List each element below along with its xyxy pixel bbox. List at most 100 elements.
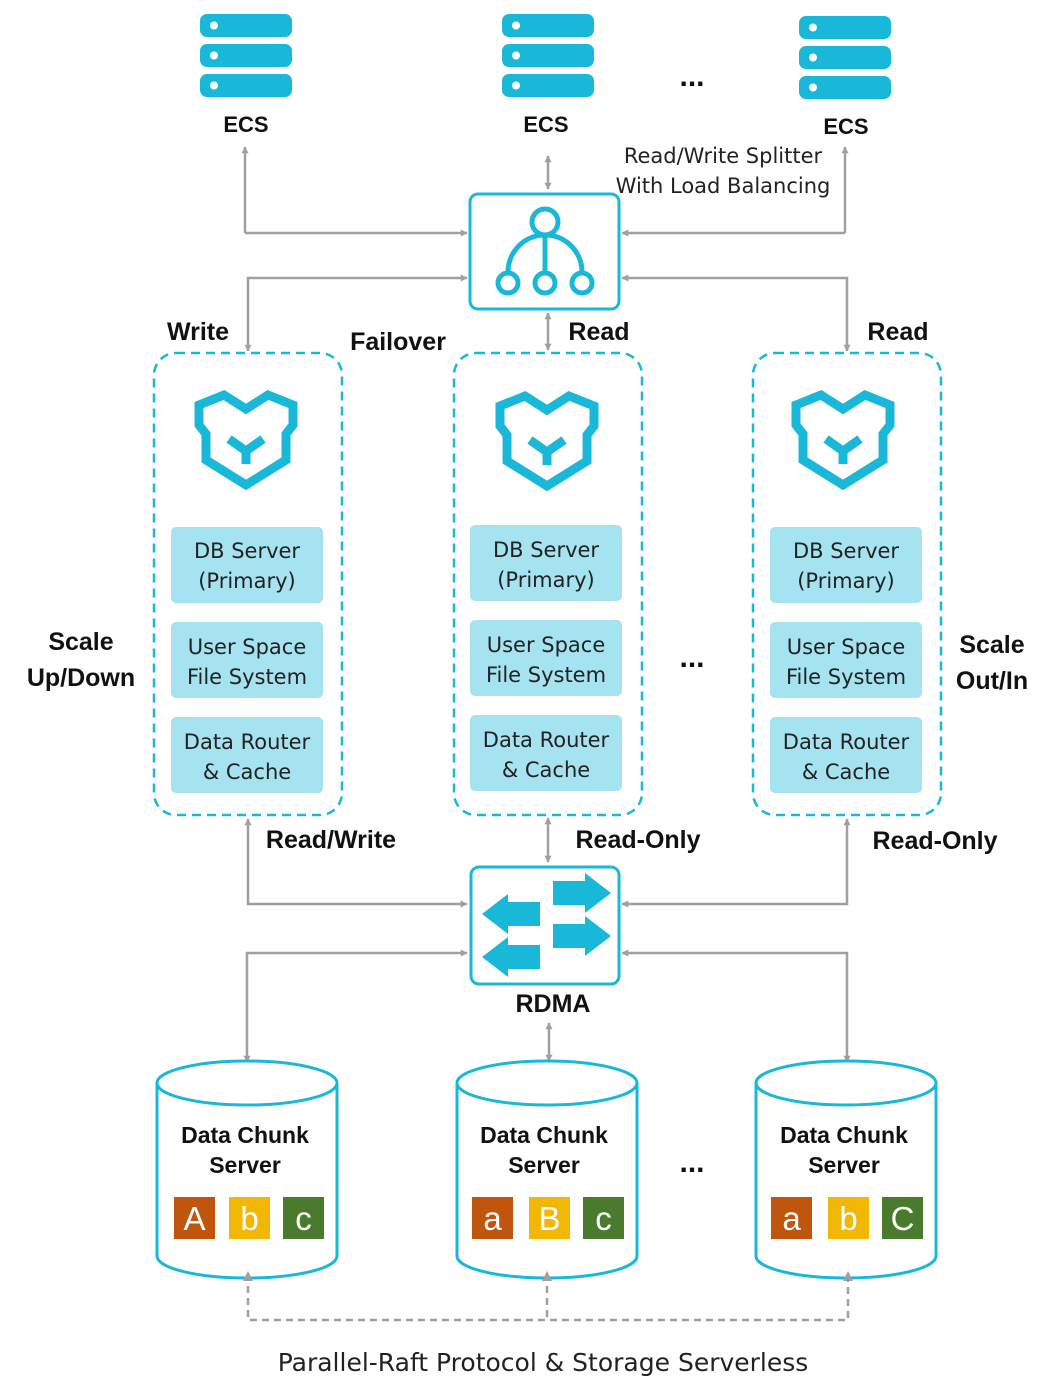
file-system-label-1: User Space: [787, 635, 906, 659]
load-balancer: [468, 192, 621, 311]
chunk-b: [229, 1197, 270, 1239]
arrow-node1-rdma: [244, 818, 468, 908]
rdma-switch: [469, 865, 621, 986]
edge-label-read-write: Read/Write: [266, 826, 396, 854]
ecs-server-1: ECS: [200, 14, 292, 137]
scale-up-label-1: Scale: [48, 628, 113, 656]
edge-label-read-center: Read: [568, 318, 629, 346]
ecs-label: ECS: [223, 112, 268, 137]
db-server-label: DB Server: [194, 539, 300, 563]
scale-up-label-2: Up/Down: [27, 664, 135, 692]
chunk-letter: A: [183, 1200, 205, 1237]
db-server-label: DB Server: [793, 539, 899, 563]
raft-connectors: [246, 1274, 850, 1322]
db-rdma-connectors: [244, 817, 851, 908]
data-router-label-1: Data Router: [483, 728, 610, 752]
chunk-server-3: Data Chunk Server a b C: [754, 1059, 938, 1280]
chunk-server-label-1: Data Chunk: [181, 1122, 309, 1148]
file-system-label-2: File System: [187, 665, 307, 689]
chunk-letter: b: [240, 1200, 258, 1237]
chunk-letter: b: [839, 1200, 857, 1237]
server-stack-icon: [502, 14, 594, 97]
arrow-node3-rdma: [621, 818, 851, 908]
raft-arrowheads: [243, 1271, 853, 1281]
ecs-label: ECS: [823, 114, 868, 139]
rdma-chunk-connectors: [243, 949, 851, 1063]
file-system-label-1: User Space: [188, 635, 307, 659]
chunk-a: [174, 1197, 215, 1239]
db-node-2: DB Server (Primary) User Space File Syst…: [452, 351, 644, 817]
chunk-server-label-1: Data Chunk: [480, 1122, 608, 1148]
chunk-b: [529, 1197, 570, 1239]
chunk-server-1: Data Chunk Server A b c: [155, 1059, 339, 1280]
rdma-label: RDMA: [516, 990, 591, 1018]
db-server-role: (Primary): [497, 568, 595, 592]
chunk-letter: a: [782, 1200, 801, 1237]
ellipsis-nodes: ...: [679, 641, 704, 674]
file-system-box: [171, 622, 323, 698]
ecs-lb-connectors: [241, 146, 849, 237]
scale-out-label-2: Out/In: [956, 667, 1028, 695]
arrow-lb-node3: [621, 274, 851, 352]
edge-label-read-only-right: Read-Only: [872, 827, 997, 855]
file-system-label-1: User Space: [487, 633, 606, 657]
ecs-label: ECS: [523, 112, 568, 137]
data-router-box: [770, 717, 922, 793]
db-node-1: DB Server (Primary) User Space File Syst…: [152, 351, 344, 817]
chunk-server-2: Data Chunk Server a B c: [455, 1059, 639, 1280]
chunk-server-label-2: Server: [508, 1152, 580, 1178]
rdma-switch-icon: [482, 873, 611, 977]
data-router-box: [171, 717, 323, 793]
chunk-letter: a: [483, 1200, 502, 1237]
data-router-label-1: Data Router: [783, 730, 910, 754]
edge-label-read-only-center: Read-Only: [575, 826, 700, 854]
chunk-server-label-2: Server: [808, 1152, 880, 1178]
chunk-letter: C: [891, 1200, 915, 1237]
db-server-box: [470, 525, 622, 601]
polardb-bear-icon: [796, 395, 890, 485]
chunk-server-label-2: Server: [209, 1152, 281, 1178]
server-stack-icon: [200, 14, 292, 97]
chunk-letter: B: [538, 1200, 560, 1237]
load-balancer-icon: [495, 206, 595, 296]
db-server-box: [171, 527, 323, 603]
data-router-label-2: & Cache: [502, 758, 590, 782]
file-system-box: [470, 620, 622, 696]
file-system-box: [770, 622, 922, 698]
data-router-label-1: Data Router: [184, 730, 311, 754]
server-stack-icon: [799, 16, 891, 99]
edge-label-failover: Failover: [350, 328, 446, 356]
chunk-b: [828, 1197, 869, 1239]
db-server-role: (Primary): [797, 569, 895, 593]
arrow-rdma-chunk1: [243, 949, 468, 1063]
chunk-a: [472, 1197, 513, 1239]
data-router-label-2: & Cache: [203, 760, 291, 784]
edge-label-write: Write: [167, 318, 229, 346]
db-server-box: [770, 527, 922, 603]
ellipsis-ecs: ...: [679, 60, 704, 93]
db-server-label: DB Server: [493, 538, 599, 562]
arrow-rdma-chunk3: [621, 949, 851, 1063]
chunk-c: [882, 1197, 923, 1239]
ellipsis-chunks: ...: [679, 1146, 704, 1179]
lb-db-connectors: [244, 274, 851, 352]
footer-caption: Parallel-Raft Protocol & Storage Serverl…: [278, 1348, 809, 1377]
db-server-role: (Primary): [198, 569, 296, 593]
splitter-label-line1: Read/Write Splitter: [624, 144, 823, 168]
chunk-letter: c: [295, 1200, 312, 1237]
file-system-label-2: File System: [486, 663, 606, 687]
ecs-server-3: ECS: [799, 16, 891, 139]
file-system-label-2: File System: [786, 665, 906, 689]
chunk-a: [771, 1197, 812, 1239]
db-node-3: DB Server (Primary) User Space File Syst…: [751, 351, 943, 817]
ecs-server-2: ECS: [502, 14, 594, 137]
chunk-c: [283, 1197, 324, 1239]
chunk-c: [583, 1197, 624, 1239]
edge-label-read-right: Read: [867, 318, 928, 346]
data-router-box: [470, 715, 622, 791]
splitter-label-line2: With Load Balancing: [616, 174, 831, 198]
chunk-letter: c: [595, 1200, 612, 1237]
chunk-server-label-1: Data Chunk: [780, 1122, 908, 1148]
polardb-bear-icon: [500, 396, 594, 486]
